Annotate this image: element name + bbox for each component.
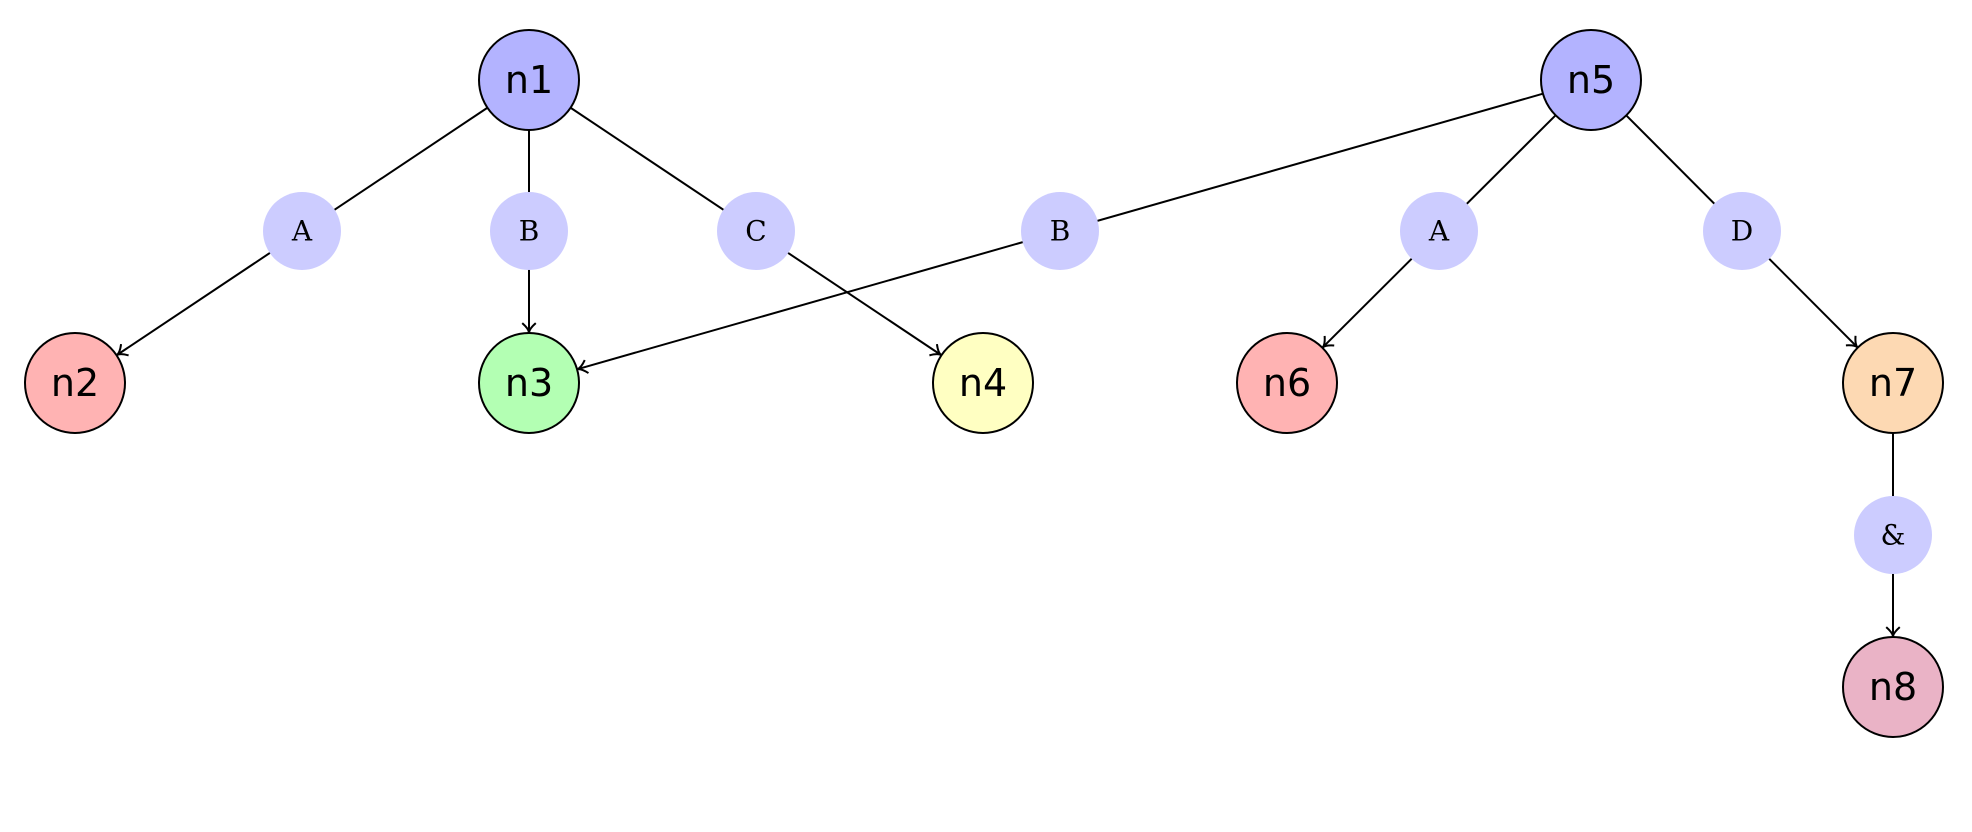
edge-label-text: B bbox=[519, 215, 540, 248]
edge-label-bubble bbox=[1400, 192, 1478, 270]
edge-label-text: A bbox=[1428, 215, 1450, 248]
edge-labels-layer: A B C B A D & bbox=[263, 192, 1932, 574]
nodes-layer: n1 n2 n3 n4 n5 n6 n7 n8 bbox=[24, 29, 1944, 738]
node-circle bbox=[478, 29, 580, 131]
node-n2: n2 bbox=[24, 332, 126, 434]
edge-label-n5-n7: D bbox=[1703, 192, 1781, 270]
node-n1: n1 bbox=[478, 29, 580, 131]
node-circle bbox=[24, 332, 126, 434]
node-label: n6 bbox=[1263, 361, 1311, 405]
edge-label-n1-n4: C bbox=[717, 192, 795, 270]
node-n6: n6 bbox=[1236, 332, 1338, 434]
arrowhead bbox=[929, 343, 943, 357]
node-n5: n5 bbox=[1540, 29, 1642, 131]
node-label: n7 bbox=[1869, 361, 1917, 405]
edge-label-n1-n2: A bbox=[263, 192, 341, 270]
node-label: n2 bbox=[51, 361, 99, 405]
edge-label-bubble bbox=[1021, 192, 1099, 270]
arrowhead bbox=[115, 343, 129, 357]
node-n4: n4 bbox=[932, 332, 1034, 434]
edge-label-text: B bbox=[1050, 215, 1071, 248]
edge-label-text: C bbox=[745, 215, 766, 248]
edge-label-n5-n6: A bbox=[1400, 192, 1478, 270]
node-circle bbox=[932, 332, 1034, 434]
node-n8: n8 bbox=[1842, 636, 1944, 738]
edge-label-bubble bbox=[1854, 496, 1932, 574]
node-label: n8 bbox=[1869, 665, 1917, 709]
edge-label-n7-n8: & bbox=[1854, 496, 1932, 574]
edge-label-text: D bbox=[1731, 215, 1753, 248]
node-label: n5 bbox=[1567, 58, 1615, 102]
edge-label-text: A bbox=[291, 215, 313, 248]
edge-label-bubble bbox=[1703, 192, 1781, 270]
edge-label-text: & bbox=[1881, 519, 1906, 552]
node-circle bbox=[1842, 636, 1944, 738]
edge-label-bubble bbox=[263, 192, 341, 270]
node-n3: n3 bbox=[478, 332, 580, 434]
node-n7: n7 bbox=[1842, 332, 1944, 434]
node-circle bbox=[478, 332, 580, 434]
node-circle bbox=[1540, 29, 1642, 131]
node-circle bbox=[1842, 332, 1944, 434]
edge-label-n5-n3: B bbox=[1021, 192, 1099, 270]
node-label: n4 bbox=[959, 361, 1007, 405]
edge-label-bubble bbox=[490, 192, 568, 270]
edge-label-n1-n3: B bbox=[490, 192, 568, 270]
edge-label-bubble bbox=[717, 192, 795, 270]
node-label: n1 bbox=[505, 58, 553, 102]
node-circle bbox=[1236, 332, 1338, 434]
node-label: n3 bbox=[505, 361, 553, 405]
